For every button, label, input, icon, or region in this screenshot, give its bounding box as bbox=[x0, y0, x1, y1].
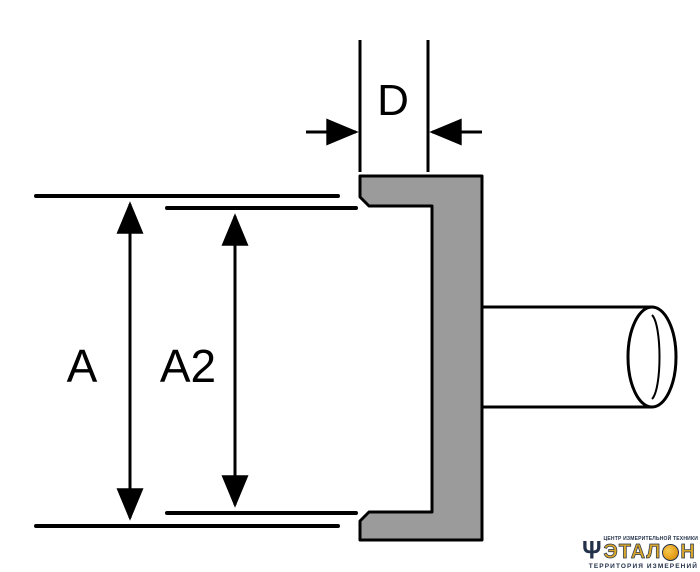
shaft-body-lines bbox=[480, 305, 652, 409]
brand-prefix: ЭТАЛ bbox=[603, 541, 662, 563]
label-a: A bbox=[67, 340, 98, 392]
logo-brand-name: ЭТАЛОН bbox=[603, 541, 696, 563]
shaft-end-inner-curve bbox=[651, 314, 661, 400]
nozzle-body bbox=[358, 174, 484, 542]
logo-fork-icon: Ψ bbox=[582, 536, 602, 565]
d-extension-lines bbox=[358, 40, 430, 172]
shaft-outline bbox=[480, 305, 678, 409]
logo-bottom-caption: ТЕРРИТОРИЯ ИЗМЕРЕНИЙ bbox=[588, 563, 698, 570]
shaft-end-cap bbox=[626, 305, 678, 409]
etalon-logo: Ψ ЦЕНТР ИЗМЕРИТЕЛЬНОЙ ТЕХНИКИ ЭТАЛОН ТЕР… bbox=[558, 536, 698, 570]
brand-suffix: Н bbox=[680, 541, 696, 563]
brand-o-circle-icon: О bbox=[662, 543, 680, 561]
label-d: D bbox=[377, 76, 409, 125]
tube-outline-lines bbox=[34, 194, 358, 528]
logo-top-caption: ЦЕНТР ИЗМЕРИТЕЛЬНОЙ ТЕХНИКИ bbox=[603, 536, 698, 542]
label-a2: A2 bbox=[160, 340, 216, 392]
etalon-logo-text-block: ЦЕНТР ИЗМЕРИТЕЛЬНОЙ ТЕХНИКИ ЭТАЛОН bbox=[603, 536, 698, 563]
etalon-logo-top: Ψ ЦЕНТР ИЗМЕРИТЕЛЬНОЙ ТЕХНИКИ ЭТАЛОН bbox=[558, 536, 698, 565]
